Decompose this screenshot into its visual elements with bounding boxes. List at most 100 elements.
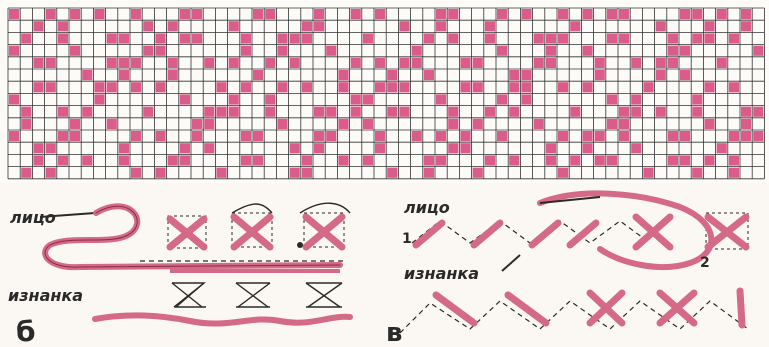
pattern-cell [82, 70, 92, 80]
diagram-v: лицо изнанка 1 2 в [386, 193, 748, 347]
pattern-cell [436, 94, 446, 104]
pattern-cell [70, 119, 80, 129]
cross-stitch-3 [297, 203, 350, 248]
pattern-cell [656, 58, 666, 68]
pattern-cell [314, 9, 324, 19]
pattern-cell [143, 107, 153, 117]
pattern-cell [155, 82, 165, 92]
pattern-cell [692, 9, 702, 19]
pattern-cell [412, 131, 422, 141]
pattern-cell [119, 58, 129, 68]
pattern-cell [82, 155, 92, 165]
pattern-cell [704, 155, 714, 165]
pattern-cell [412, 46, 422, 56]
pattern-cell [33, 155, 43, 165]
pattern-cell [216, 168, 226, 178]
pattern-cell [180, 33, 190, 43]
thread-loop-v [540, 193, 711, 267]
pattern-cell [729, 33, 739, 43]
pattern-cell [94, 82, 104, 92]
pattern-cell [619, 107, 629, 117]
pattern-cell [656, 70, 666, 80]
pattern-cell [314, 107, 324, 117]
pattern-cell [119, 70, 129, 80]
pattern-cell [131, 131, 141, 141]
pattern-cell [290, 168, 300, 178]
pattern-cell [546, 33, 556, 43]
pattern-cell [9, 131, 19, 141]
pattern-cell [595, 131, 605, 141]
pattern-cell [229, 58, 239, 68]
pattern-cell [58, 107, 68, 117]
pattern-cell [375, 143, 385, 153]
pattern-cell [204, 119, 214, 129]
pattern-cell [70, 131, 80, 141]
label-front-v: лицо [404, 198, 450, 217]
pattern-cell [375, 58, 385, 68]
pattern-cell [680, 9, 690, 19]
pattern-cell [216, 107, 226, 117]
pattern-cell [546, 155, 556, 165]
pattern-cell [631, 107, 641, 117]
pattern-cell [497, 46, 507, 56]
pattern-cell [753, 131, 763, 141]
pattern-cell [485, 21, 495, 31]
pattern-cell [729, 168, 739, 178]
pattern-cell [582, 46, 592, 56]
pattern-cell [46, 168, 56, 178]
pattern-cell [460, 82, 470, 92]
pattern-cell [424, 33, 434, 43]
back-end-stitch [740, 291, 742, 325]
cross-stitch-v-1 [636, 217, 670, 247]
pattern-cell [460, 143, 470, 153]
pattern-cell [363, 94, 373, 104]
pattern-cell [107, 82, 117, 92]
pattern-cell [509, 107, 519, 117]
pattern-cell [338, 70, 348, 80]
marker-1: 1 [402, 231, 412, 247]
half-stitch-4 [570, 223, 596, 245]
pattern-cell [595, 155, 605, 165]
pattern-cell [180, 155, 190, 165]
pattern-cell [216, 82, 226, 92]
panel-letter-v: в [386, 318, 402, 347]
pattern-cell [473, 82, 483, 92]
half-stitch-3 [532, 223, 558, 245]
pattern-cell [692, 107, 702, 117]
pattern-cell [375, 82, 385, 92]
pattern-cell [412, 58, 422, 68]
pattern-cell [521, 94, 531, 104]
pattern-cell [741, 131, 751, 141]
pattern-cell [607, 155, 617, 165]
label-back-b: изнанка [8, 286, 83, 305]
back-thread-bottom [95, 315, 350, 323]
pattern-cell [290, 58, 300, 68]
pattern-cell [94, 94, 104, 104]
label-front-b: лицо [10, 208, 56, 227]
back-stitch-3 [306, 283, 342, 307]
pattern-cell [534, 33, 544, 43]
pattern-cell [314, 21, 324, 31]
pattern-cell [241, 33, 251, 43]
cross-stitch-2 [232, 204, 272, 247]
pattern-cell [668, 46, 678, 56]
pattern-cell [119, 155, 129, 165]
pattern-cell [265, 9, 275, 19]
pattern-cell [607, 9, 617, 19]
pattern-cell [534, 119, 544, 129]
pattern-cell [399, 21, 409, 31]
pattern-cell [302, 33, 312, 43]
pattern-cell [131, 168, 141, 178]
pattern-cell [582, 82, 592, 92]
back-half-stitch-2 [508, 295, 546, 323]
pattern-cell [692, 168, 702, 178]
pattern-cell [143, 46, 153, 56]
pattern-cell [253, 155, 263, 165]
pattern-cell [521, 9, 531, 19]
pattern-cell [363, 155, 373, 165]
pattern-cell [497, 131, 507, 141]
pattern-cell [241, 82, 251, 92]
pattern-cell [277, 46, 287, 56]
pattern-cell [485, 107, 495, 117]
pattern-cell [155, 131, 165, 141]
